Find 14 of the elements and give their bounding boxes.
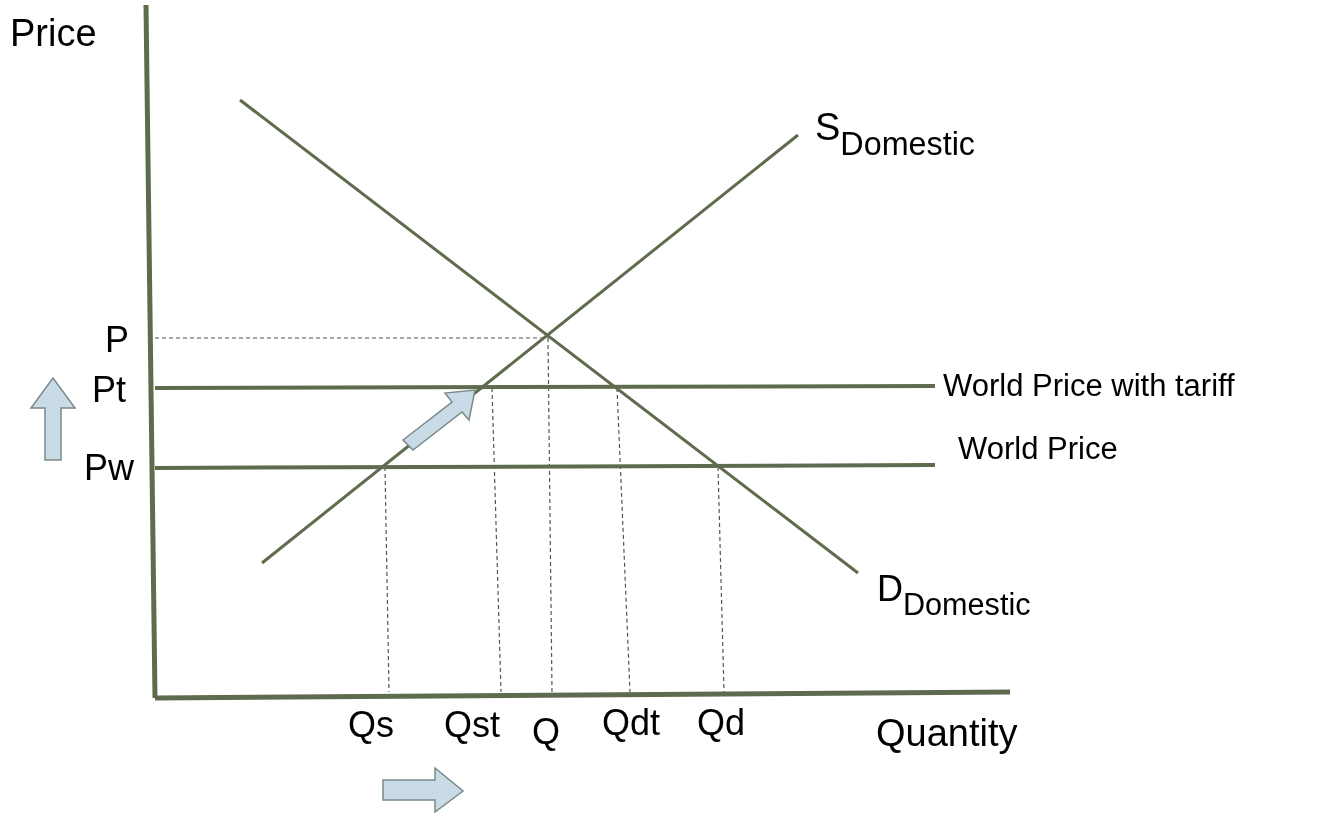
line-label: World Price with tariff: [943, 370, 1235, 401]
price-label: Pw: [84, 450, 134, 486]
axis-title: Price: [10, 14, 97, 52]
quantity-label: Qst: [444, 707, 500, 743]
axis-title: Quantity: [876, 714, 1018, 752]
price-label: Pt: [92, 372, 126, 408]
line-label: World Price: [958, 433, 1118, 464]
price-label: P: [105, 322, 129, 358]
quantity-label: Qdt: [602, 705, 661, 741]
quantity-label: Qs: [348, 707, 394, 743]
quantity-label: Q: [532, 714, 560, 750]
curve-label: D$_{Domestic}$: [877, 571, 1031, 620]
quantity-label: Qd: [697, 705, 746, 741]
curve-label: S$_{Domestic}$: [815, 108, 975, 160]
